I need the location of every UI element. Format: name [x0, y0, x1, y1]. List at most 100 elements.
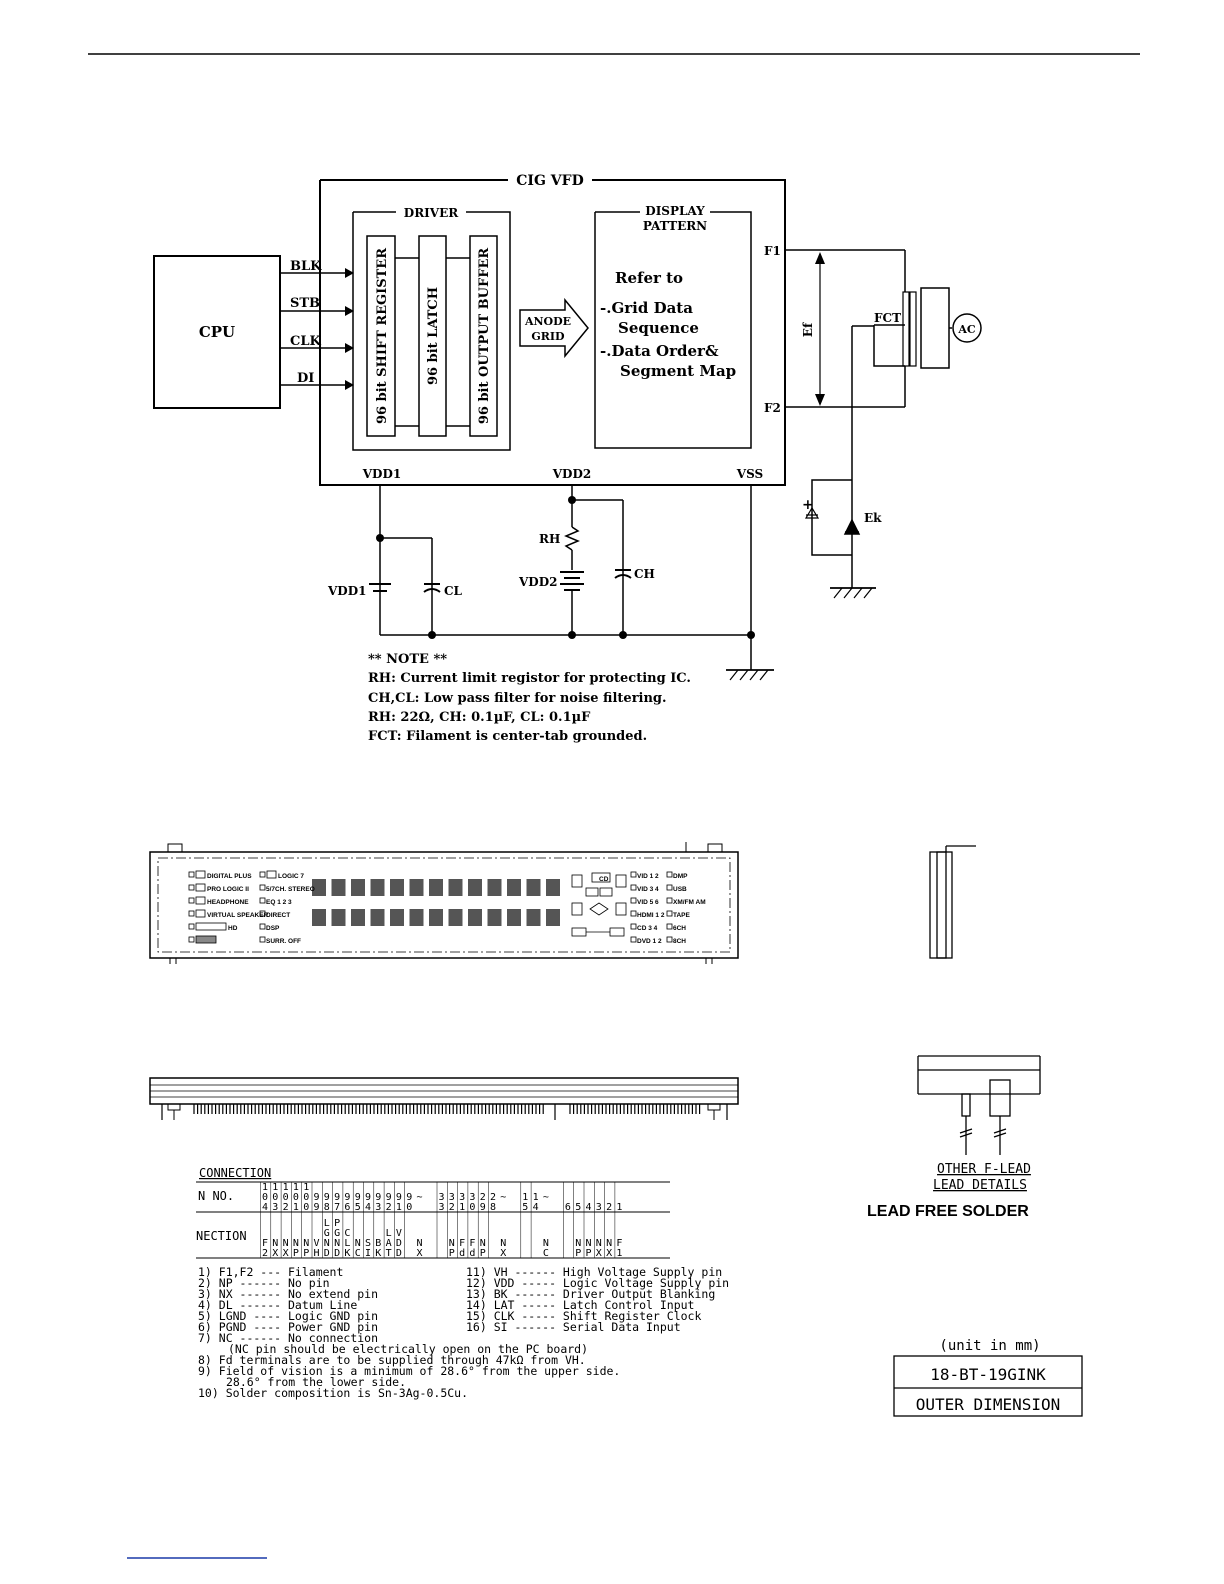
legend-left-6: 7) NC ------ No connection [198, 1331, 378, 1345]
digit-cell [351, 879, 365, 896]
pin-number-cell: 5 [575, 1182, 581, 1213]
note-fd: 8) Fd terminals are to be supplied throu… [198, 1353, 586, 1367]
front-mid-5: SURR. OFF [266, 938, 301, 945]
digit-cell [526, 909, 541, 926]
label-markers [188, 870, 673, 944]
front-right-a-4: CD 3 4 [637, 925, 658, 932]
front-cd-text: CD [599, 876, 609, 883]
output-buffer-block [469, 235, 498, 437]
front-right-b-1: USB [673, 886, 687, 893]
note-chcl: CH,CL: Low pass filter for noise filteri… [368, 691, 667, 706]
note-vision-1: 9) Field of vision is a minimum of 28.6°… [198, 1364, 620, 1378]
bottom-view [149, 1077, 739, 1120]
connection-title: CONNECTION [199, 1166, 271, 1180]
digit-cell [487, 909, 502, 926]
digit-grid [312, 879, 560, 926]
ek-label: Ek [864, 511, 882, 525]
shift-register-block [366, 235, 396, 437]
pin-row-label: N NO. [198, 1189, 234, 1203]
digit-cell [448, 909, 463, 926]
digit-cell [351, 909, 365, 926]
front-left-2: HEADPHONE [207, 899, 249, 906]
arrow-label-anode: ANODE [524, 315, 571, 328]
display-text-4: -.Data Order& [600, 342, 719, 360]
lead-other-f-lead: OTHER F-LEAD [937, 1162, 1031, 1177]
digit-cell [312, 909, 326, 926]
front-left-3: VIRTUAL SPEAKER [207, 912, 269, 919]
cpu-label: CPU [199, 323, 235, 341]
pin-number-cell: ~ [543, 1192, 549, 1203]
front-view [149, 842, 739, 964]
pin-number-cell: 1 [616, 1182, 622, 1213]
latch-block [418, 235, 447, 437]
note-values: RH: 22Ω, CH: 0.1µF, CL: 0.1µF [368, 710, 591, 725]
digit-cell [487, 879, 502, 896]
digit-cell [312, 879, 326, 896]
digit-cell [429, 909, 443, 926]
comp-vdd2: VDD2 [518, 575, 557, 589]
arrowheads [345, 252, 825, 639]
latch-label: 96 bit LATCH [426, 287, 441, 385]
digit-cell [331, 879, 346, 896]
cpu-block [153, 255, 281, 409]
shift-register-label: 96 bit SHIFT REGISTER [375, 248, 390, 424]
plus-label: + [802, 497, 814, 513]
digit-cell [370, 909, 385, 926]
front-right-b-0: DMP [673, 873, 688, 880]
legend-left-0: 1) F1,F2 --- Filament [198, 1265, 343, 1279]
lead-detail-drawing [917, 1055, 1041, 1155]
pin-number-cell: ~ [500, 1192, 506, 1203]
pin-vss: VSS [736, 467, 763, 481]
front-left-1: PRO LOGIC II [207, 886, 249, 893]
digit-cell [546, 909, 560, 926]
arrow-label-grid: GRID [531, 330, 565, 343]
legend-left-2: 3) NX ------ No extend pin [198, 1287, 378, 1301]
legend-right-4: 15) CLK ----- Shift Register Clock [466, 1309, 701, 1323]
lead-detail-labels: OTHER F-LEAD LEAD DETAILS [933, 1162, 1031, 1193]
ac-label: AC [957, 323, 976, 336]
legend-left-1: 2) NP ------ No pin [198, 1276, 330, 1290]
signal-stb: STB [290, 296, 320, 311]
front-panel-labels: DIGITAL PLUS PRO LOGIC II HEADPHONE VIRT… [207, 873, 706, 945]
front-right-a-1: VID 3 4 [637, 886, 659, 893]
comp-vdd1: VDD1 [327, 584, 366, 598]
connection-table-lines [196, 1181, 670, 1259]
ef-label: Ef [801, 322, 815, 337]
display-text-5: Segment Map [620, 362, 736, 380]
digit-cell [429, 879, 443, 896]
display-title-2: PATTERN [643, 219, 707, 233]
pin-number-cell: 2 [606, 1182, 612, 1213]
pin-number-cell: 6 [565, 1182, 571, 1213]
digit-cell [390, 879, 404, 896]
front-mid-1: 5/7CH. STEREO [266, 886, 315, 893]
front-right-b-2: XM/FM AM [673, 899, 706, 906]
digit-cell [409, 879, 424, 896]
comp-cl: CL [444, 584, 463, 598]
